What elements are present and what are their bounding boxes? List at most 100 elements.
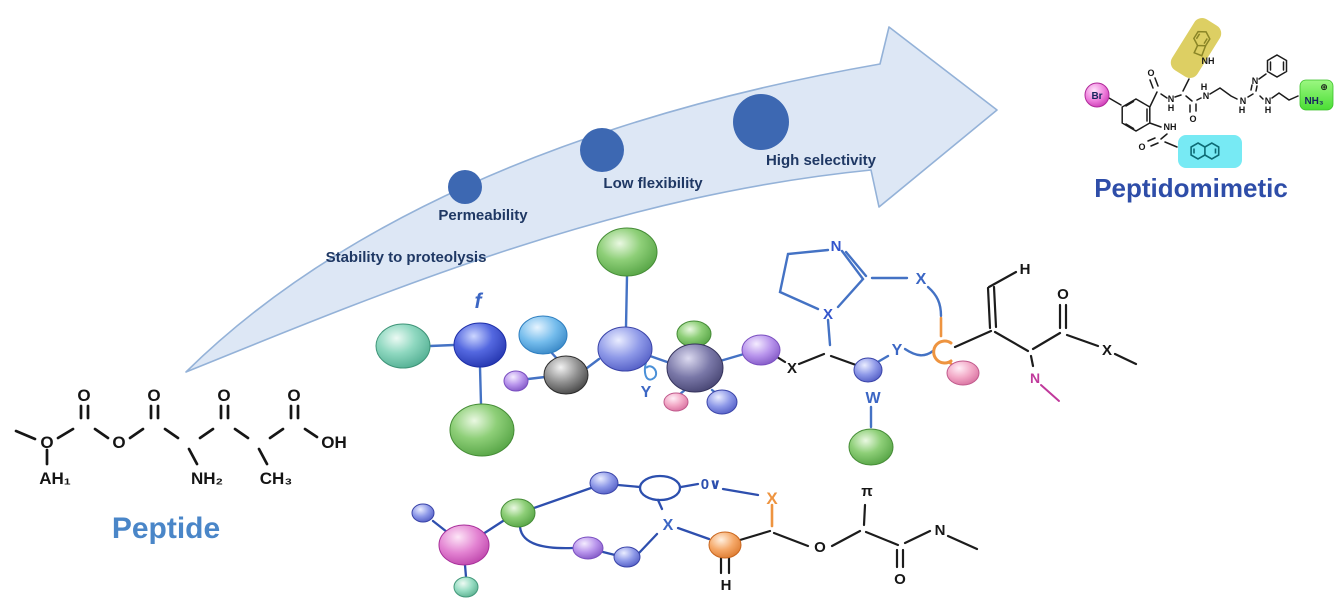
arrow-dot-small — [448, 170, 482, 204]
atom-Br: Br — [1091, 91, 1102, 102]
scaffold-macrocycle: 0∨ X X H O π O N — [411, 471, 979, 598]
label-O-carbonyl: O — [894, 571, 906, 588]
naphthalene-highlight — [1178, 135, 1242, 168]
label-X-black: X — [787, 360, 797, 377]
open-ring-node — [638, 474, 682, 502]
label-stability: Stability to proteolysis — [326, 249, 487, 266]
peptide-atom-labels: O O O O O O OH AH₁ NH₂ CH₃ — [39, 386, 347, 488]
progress-arrow: Stability to proteolysis Permeability Lo… — [185, 26, 998, 373]
atom-O: O — [147, 386, 160, 405]
atom-plus: ⊕ — [1320, 82, 1328, 92]
ball-periwinkle-top — [589, 471, 619, 495]
atom-H: H — [1201, 82, 1208, 92]
atom-H: H — [1265, 105, 1272, 115]
squiggle-mark — [643, 353, 658, 381]
indole-rings — [1192, 30, 1211, 57]
atom-NH2: NH₂ — [191, 469, 223, 488]
bromine-ball — [1084, 82, 1110, 108]
ball-blue-tiny — [411, 503, 435, 523]
label-low-flexibility: Low flexibility — [603, 175, 703, 192]
ball-green-top — [596, 227, 658, 277]
label-ring-N: N — [831, 238, 842, 255]
peptidomimetic-title: Peptidomimetic — [1094, 173, 1288, 203]
label-f: f — [475, 290, 484, 313]
atom-N-imine: N — [1252, 76, 1259, 86]
n-methyl-bond — [1040, 384, 1060, 402]
heterocycle-ring — [778, 248, 909, 347]
atom-O: O — [40, 433, 53, 452]
ball-sky — [518, 315, 568, 355]
scaffold-labels: f Y Y W N X X X H O N X — [475, 238, 1113, 407]
scaffold-middle: f Y Y W N X X X H O N X — [375, 227, 1138, 466]
label-pi: π — [861, 483, 873, 500]
ball-pink-small — [663, 392, 689, 412]
peptide-title: Peptide — [112, 512, 220, 545]
atom-O: O — [112, 433, 125, 452]
ball-green-left — [500, 498, 536, 528]
peptidomimetic-structure: Br O N H NH O H N N H N N H ⊕ NH₃ NH O P… — [1084, 18, 1334, 203]
atom-O: O — [1147, 68, 1154, 78]
ball-blue — [453, 322, 507, 368]
atom-O: O — [217, 386, 230, 405]
ball-green — [449, 403, 515, 457]
ball-green-small — [676, 320, 712, 348]
ball-mint-small — [453, 576, 479, 598]
atom-O: O — [77, 386, 90, 405]
label-permeability: Permeability — [438, 207, 528, 224]
label-O: O — [1057, 286, 1069, 303]
macrocycle-bonds-black — [719, 503, 979, 575]
atom-OH: OH — [321, 433, 347, 452]
atom-O: O — [287, 386, 300, 405]
atom-CH3: CH₃ — [260, 469, 292, 488]
atom-H: H — [1168, 103, 1175, 113]
ball-magenta — [438, 524, 490, 566]
ball-lavender-mid — [572, 536, 604, 560]
peptidomimetic-bonds — [1108, 54, 1299, 148]
ball-periwinkle-center — [597, 326, 653, 372]
atom-NH-anilide: NH — [1164, 122, 1177, 132]
orange-turn — [932, 316, 959, 370]
label-high-selectivity: High selectivity — [766, 152, 877, 169]
label-Y: Y — [641, 384, 652, 401]
ball-gray — [543, 355, 589, 395]
label-X-right: X — [916, 271, 927, 288]
ball-pink-right — [946, 360, 980, 386]
ball-periwinkle-low — [613, 546, 641, 568]
macrocycle-labels: 0∨ X X H O π O N — [663, 476, 946, 594]
peptide-structure: O O O O O O OH AH₁ NH₂ CH₃ Peptide — [14, 386, 347, 545]
label-N-magenta: N — [1030, 370, 1040, 386]
atom-O: O — [1138, 142, 1145, 152]
ball-teal — [375, 323, 431, 369]
scaffold-balls — [375, 227, 980, 466]
label-ring-X: X — [823, 306, 833, 323]
ball-orange — [708, 531, 742, 559]
ball-purple — [741, 334, 781, 366]
label-Y2: Y — [892, 342, 903, 359]
atom-H: H — [1239, 105, 1246, 115]
atom-N: N — [1265, 96, 1272, 106]
label-X-blue: X — [663, 517, 674, 534]
atom-N: N — [1203, 91, 1210, 101]
ball-slate — [666, 343, 724, 393]
arrow-body — [185, 26, 998, 373]
ball-w — [853, 357, 883, 383]
label-X-orange: X — [766, 489, 778, 508]
ball-blue-small — [706, 389, 738, 415]
atom-N: N — [1240, 96, 1247, 106]
label-N-amide: N — [935, 522, 946, 539]
arrow-dot-large — [733, 94, 789, 150]
ball-lavender-small — [503, 370, 529, 392]
label-X-end: X — [1102, 342, 1112, 359]
label-wave: 0∨ — [701, 476, 722, 493]
macrocycle-bonds-blue — [431, 482, 760, 579]
label-H: H — [1020, 261, 1031, 278]
label-H-bottom: H — [721, 577, 732, 594]
peptide-bonds — [14, 404, 319, 466]
atom-N: N — [1168, 94, 1175, 104]
peptidomimetic-atom-labels: Br O N H NH O H N N H N N H ⊕ NH₃ NH O — [1091, 56, 1327, 152]
arrow-dot-medium — [580, 128, 624, 172]
atom-O: O — [1189, 114, 1196, 124]
ammonium-highlight — [1299, 79, 1334, 111]
